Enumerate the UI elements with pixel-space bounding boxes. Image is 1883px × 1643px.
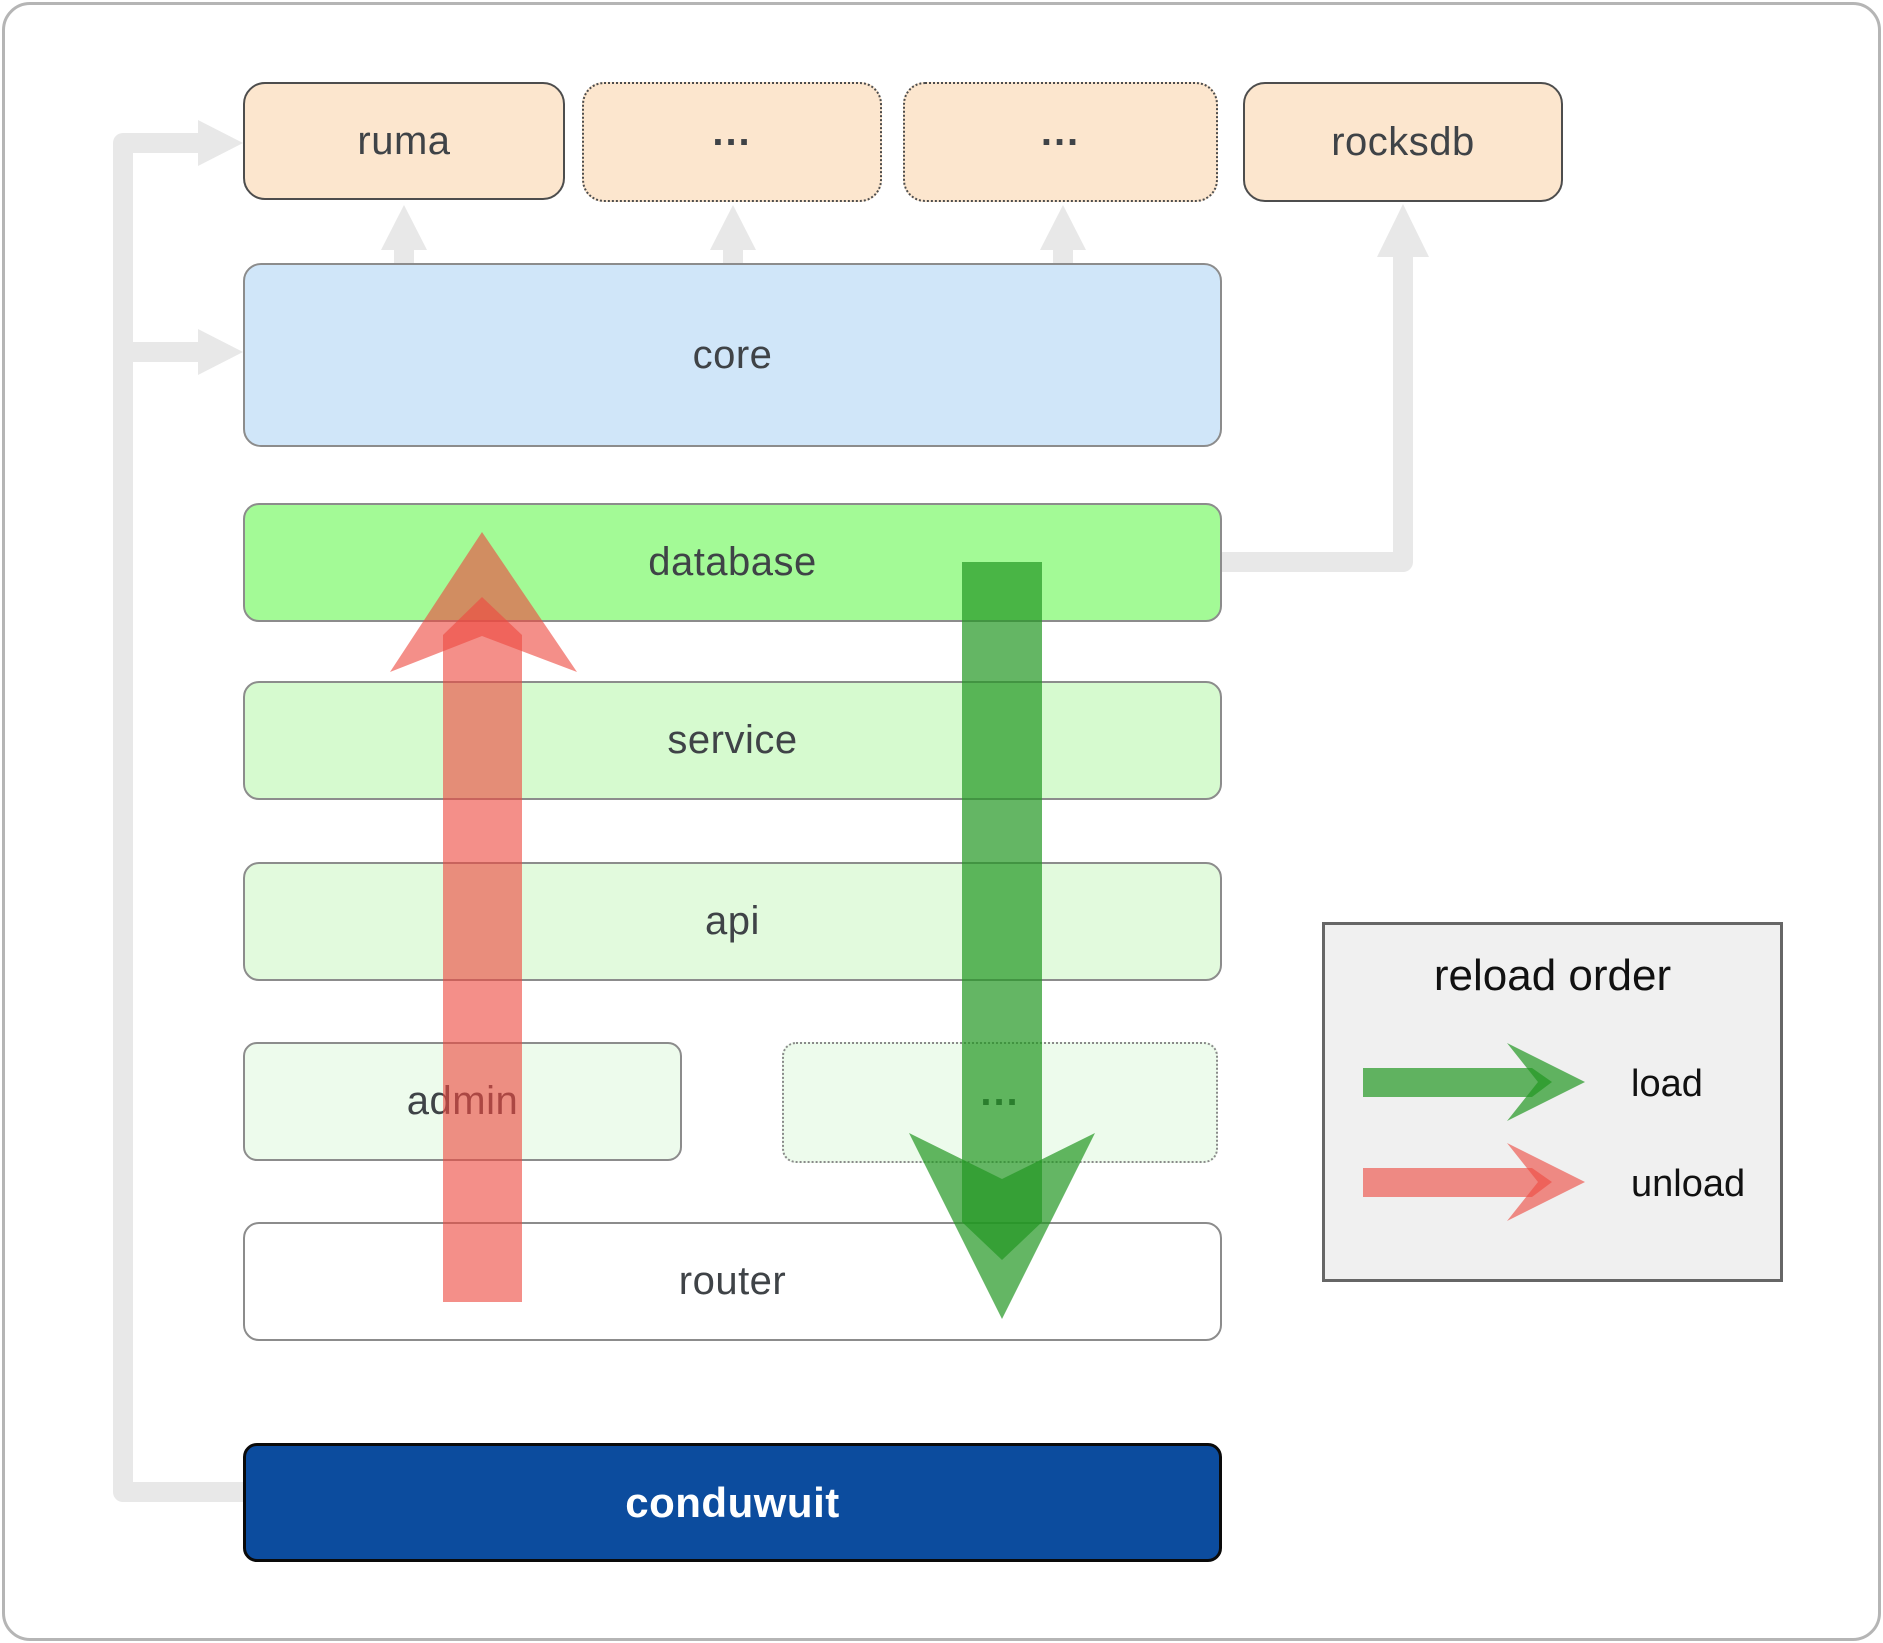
box-dependency-b: ... <box>903 82 1218 202</box>
legend: reload order load unload <box>1322 922 1783 1282</box>
box-label: core <box>692 332 773 377</box>
box-label: conduwuit <box>625 1478 840 1526</box>
arrowhead-core-dep-b-icon <box>1040 205 1086 250</box>
arrowhead-core-dep-a-icon <box>710 205 756 250</box>
unload-arrow-shaft <box>443 597 522 1302</box>
box-label: ruma <box>357 118 451 163</box>
unload-arrow <box>390 532 577 1302</box>
box-label: router <box>678 1259 787 1303</box>
legend-title: reload order <box>1433 951 1672 1000</box>
legend-unload-arrowhead-icon <box>1507 1143 1585 1221</box>
load-arrow-shaft <box>962 562 1042 1260</box>
arrowhead-into-core-icon <box>198 329 243 375</box>
box-database: database <box>243 503 1222 622</box>
box-api: api <box>243 862 1222 981</box>
legend-load-label: load <box>1631 1063 1703 1105</box>
legend-unload-arrow-icon <box>1363 1143 1585 1221</box>
connector-conduwuit-to-ruma <box>113 133 243 1502</box>
unload-arrowhead-icon <box>390 532 577 672</box>
box-label: api <box>705 899 760 943</box>
box-label: ... <box>1040 109 1081 154</box>
box-label: ... <box>712 109 752 154</box>
arrowhead-core-ruma-icon <box>381 205 427 250</box>
box-conduwuit: conduwuit <box>243 1443 1222 1562</box>
box-label: database <box>648 540 817 584</box>
box-dependency-a: ... <box>582 82 882 202</box>
legend-load-arrow-icon <box>1363 1043 1585 1121</box>
box-label: rocksdb <box>1331 119 1475 164</box>
legend-unload-arrow-shaft <box>1363 1168 1552 1197</box>
box-core: core <box>243 263 1222 447</box>
load-arrowhead-icon <box>909 1133 1095 1319</box>
legend-unload-label: unload <box>1631 1163 1746 1205</box>
legend-load-arrowhead-icon <box>1507 1043 1585 1121</box>
box-ruma: ruma <box>243 82 565 200</box>
box-service: service <box>243 681 1222 800</box>
connector-database-to-rocksdb <box>1222 255 1413 572</box>
box-label: service <box>667 718 798 762</box>
box-router: router <box>243 1222 1222 1341</box>
legend-load-arrow-shaft <box>1363 1068 1552 1097</box>
box-rocksdb: rocksdb <box>1243 82 1563 202</box>
load-arrow <box>909 562 1095 1319</box>
arrowhead-into-rocksdb-icon <box>1377 204 1429 257</box>
arrowhead-into-ruma-icon <box>198 120 243 166</box>
